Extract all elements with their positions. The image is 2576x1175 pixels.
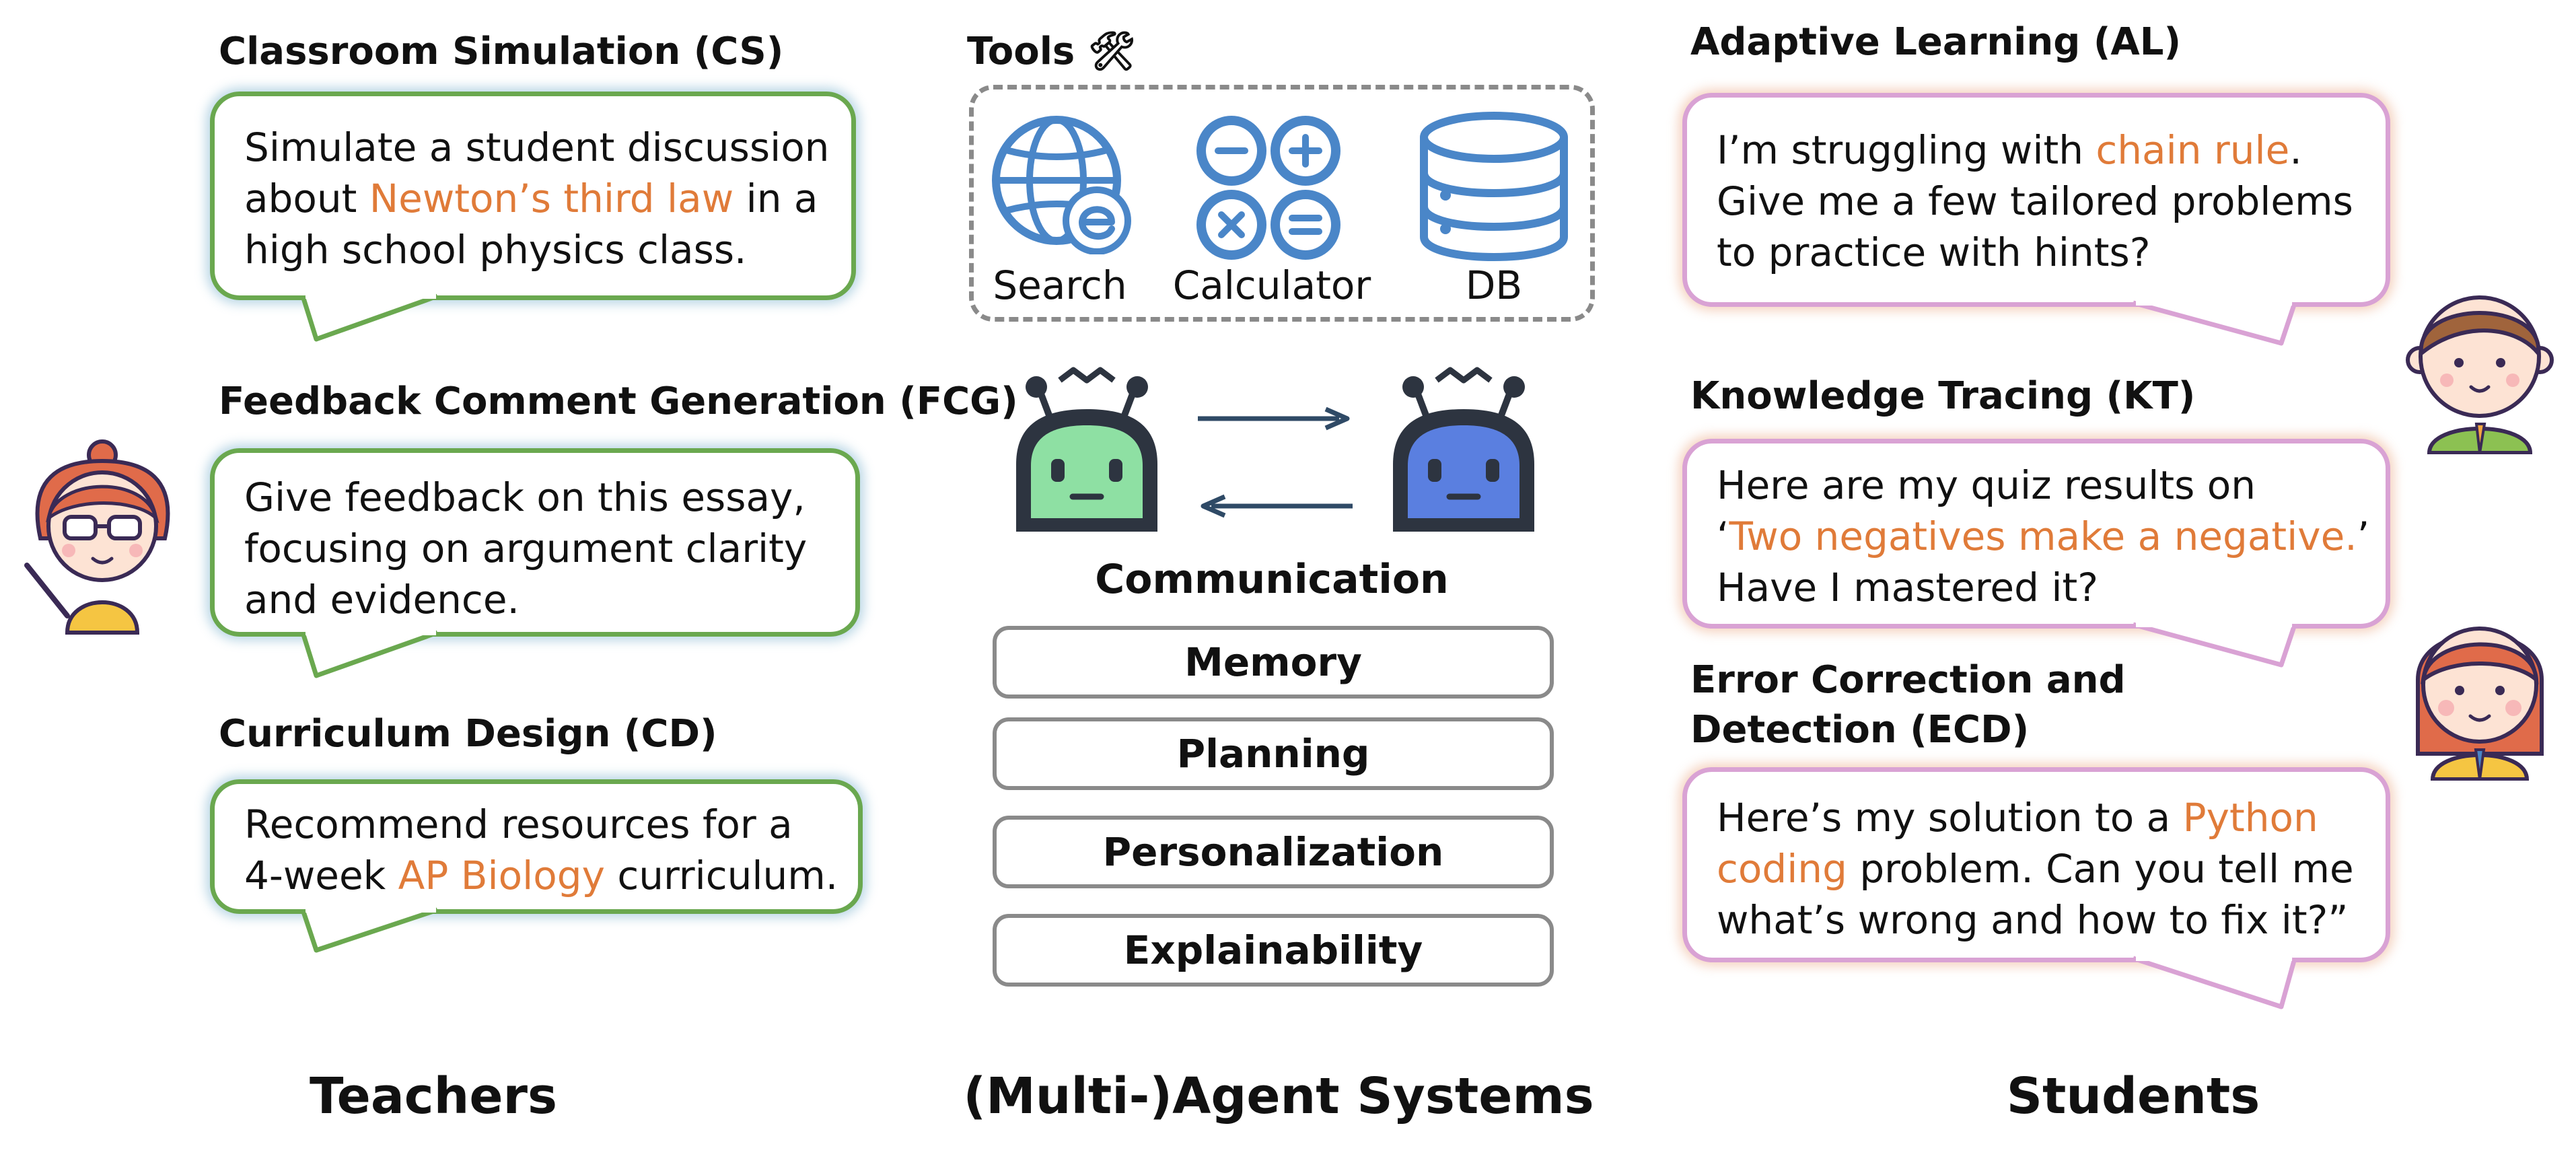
bubble-text: and evidence.: [244, 577, 520, 622]
bubble-fcg: Give feedback on this essay, focusing on …: [210, 448, 860, 637]
bubble-text: .: [2289, 127, 2302, 173]
bubble-tail: [2133, 620, 2297, 668]
bubble-text: ‘: [1717, 513, 1729, 559]
bubble-text: Have I mastered it?: [1717, 565, 2098, 610]
bubble-text: 4-week: [244, 853, 398, 898]
bubble-text-line: focusing on argument clarity: [244, 523, 826, 574]
tool-label-calculator: Calculator: [1172, 262, 1371, 308]
bubble-text-line: Give feedback on this essay,: [244, 472, 826, 523]
bubble-text: Recommend resources for a: [244, 802, 793, 847]
bubble-text: to practice with hints?: [1717, 229, 2151, 275]
highlight-text: Two negatives make a negative.: [1729, 513, 2357, 559]
robot-blue-icon: [1393, 367, 1534, 532]
tools-title: Tools 🛠: [967, 27, 1136, 77]
bubble-text-line: Have I mastered it?: [1717, 562, 2356, 613]
bubble-text: Simulate a student discussion: [244, 124, 830, 170]
highlight-text: AP Biology: [398, 853, 605, 898]
bubble-text-line: what’s wrong and how to fix it?”: [1717, 894, 2356, 946]
communication-arrows-icon: [1198, 406, 1353, 518]
bubble-text: ’: [2357, 513, 2370, 559]
bubble-text-line: and evidence.: [244, 574, 826, 625]
student-girl-avatar-icon: [2416, 627, 2544, 781]
bubble-text-line: I’m struggling with chain rule.: [1717, 124, 2356, 176]
bubble-text: Here’s my solution to a: [1717, 795, 2183, 841]
highlight-text: chain rule: [2096, 127, 2290, 173]
tools-icon: 🛠: [1087, 30, 1136, 73]
bubble-text-line: Recommend resources for a: [244, 799, 828, 850]
highlight-text: coding: [1717, 846, 1847, 892]
card-title-fcg: Feedback Comment Generation (FCG): [219, 380, 1018, 423]
bubble-text: Give feedback on this essay,: [244, 474, 806, 520]
bubble-text: Here are my quiz results on: [1717, 462, 2256, 508]
bubble-text: curriculum.: [604, 853, 838, 898]
bubble-text-line: Here’s my solution to a Python: [1717, 792, 2356, 843]
capability-planning: Planning: [993, 717, 1554, 790]
bubble-text: about: [244, 176, 369, 221]
bubble-text: focusing on argument clarity: [244, 526, 808, 571]
section-label-teachers: Teachers: [310, 1067, 558, 1125]
section-label-agents: (Multi-)Agent Systems: [963, 1067, 1594, 1125]
bubble-text: Give me a few tailored problems: [1717, 178, 2353, 224]
bubble-text-line: to practice with hints?: [1717, 227, 2356, 278]
bubble-text-line: Here are my quiz results on: [1717, 460, 2356, 511]
bubble-text: I’m struggling with: [1717, 127, 2096, 173]
highlight-text: Python: [2182, 795, 2318, 841]
card-title-ecd: Error Correction and Detection (ECD): [1690, 655, 2126, 755]
card-title-ecd-line-1: Error Correction and: [1690, 658, 2126, 702]
tool-label-search: Search: [993, 262, 1127, 308]
capability-explainability: Explainability: [993, 914, 1554, 987]
bubble-tail: [300, 292, 439, 342]
bubble-tail: [2133, 299, 2297, 346]
section-label-students: Students: [2006, 1067, 2260, 1125]
bubble-text-line: high school physics class.: [244, 224, 822, 275]
highlight-text: Newton’s third law: [369, 176, 734, 221]
bubble-tail: [300, 629, 439, 678]
bubble-text-line: 4-week AP Biology curriculum.: [244, 850, 838, 901]
bubble-text: problem. Can you tell me: [1847, 846, 2354, 892]
tools-title-text: Tools: [967, 30, 1075, 73]
bubble-al: I’m struggling with chain rule.Give me a…: [1682, 93, 2390, 307]
card-title-al: Adaptive Learning (AL): [1690, 17, 2181, 67]
communication-label: Communication: [1095, 556, 1449, 603]
tools-box: [969, 85, 1595, 322]
card-title-al-line: Adaptive Learning (AL): [1690, 20, 2182, 64]
bubble-text: high school physics class.: [244, 227, 747, 273]
bubble-text: what’s wrong and how to fix it?”: [1717, 897, 2349, 943]
student-boy-avatar-icon: [2406, 295, 2554, 454]
bubble-text-line: about Newton’s third law in a: [244, 173, 822, 224]
bubble-kt: Here are my quiz results on‘Two negative…: [1682, 439, 2390, 629]
teacher-avatar-icon: [24, 439, 170, 635]
card-title-kt: Knowledge Tracing (KT): [1690, 371, 2195, 421]
bubble-text-line: Simulate a student discussion: [244, 122, 829, 173]
calculator-icon: [1196, 116, 1340, 260]
card-title-ecd-line-2: Detection (ECD): [1690, 708, 2030, 752]
bubble-text-line: coding problem. Can you tell me: [1717, 843, 2356, 894]
robot-green-icon: [1016, 367, 1157, 532]
capability-personalization: Personalization: [993, 816, 1554, 888]
globe-browser-icon: [992, 116, 1131, 254]
capability-memory: Memory: [993, 626, 1554, 699]
database-icon: [1420, 112, 1568, 261]
bubble-text-line: Give me a few tailored problems: [1717, 176, 2356, 227]
bubble-text: in a: [734, 176, 818, 221]
tool-label-db: DB: [1465, 262, 1523, 308]
card-title-kt-line: Knowledge Tracing (KT): [1690, 374, 2196, 418]
bubble-tail: [2132, 954, 2297, 1009]
bubble-text-line: ‘Two negatives make a negative.’: [1717, 511, 2369, 562]
card-title-cd: Curriculum Design (CD): [219, 712, 717, 756]
bubble-tail: [300, 906, 439, 953]
card-title-cs: Classroom Simulation (CS): [219, 30, 784, 73]
